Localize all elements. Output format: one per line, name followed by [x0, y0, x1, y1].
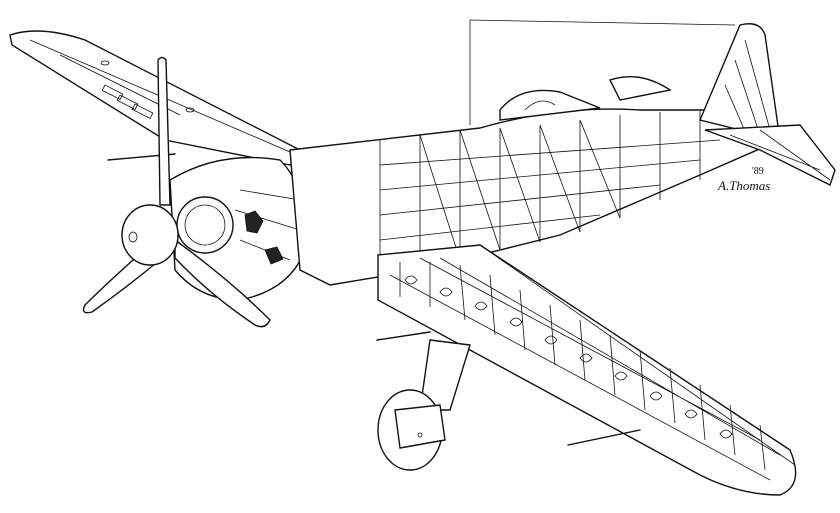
artist-signature: A.Thomas [718, 178, 771, 193]
starboard-wing [376, 244, 797, 496]
fuselage [289, 89, 782, 286]
tail-section [469, 19, 836, 186]
illustration-year: '89 [752, 166, 764, 177]
port-wing [9, 30, 302, 166]
landing-gear [377, 339, 471, 471]
